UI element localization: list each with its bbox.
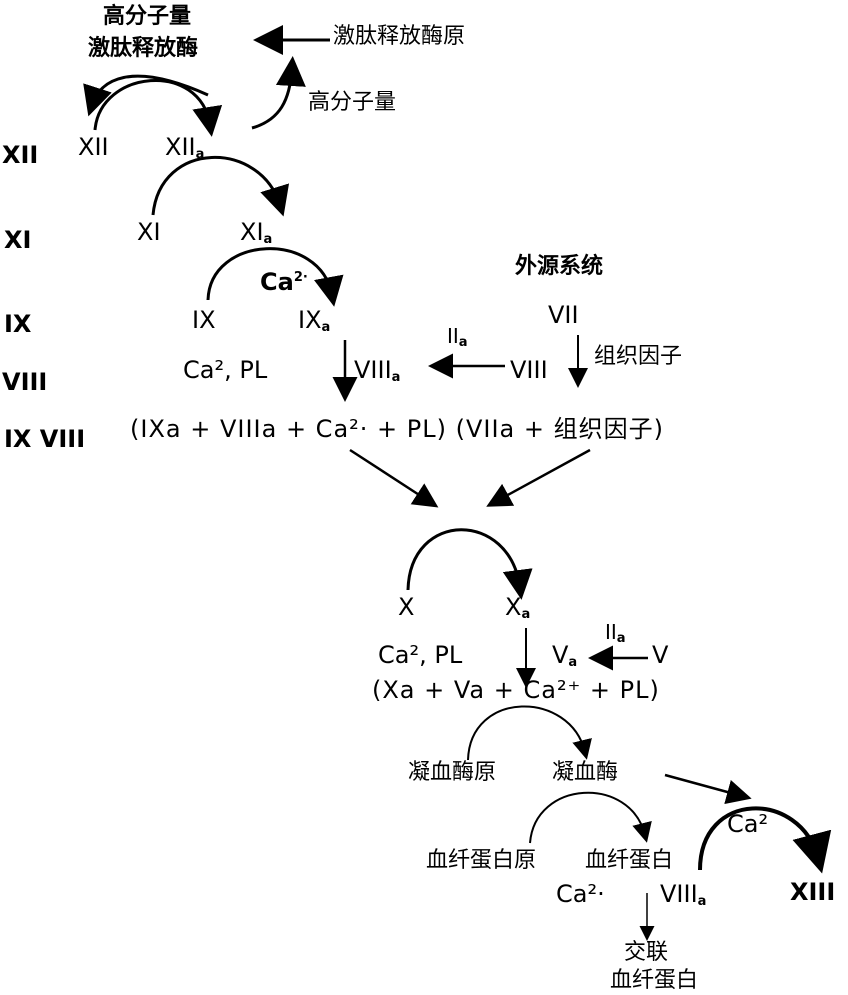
factor-viii: VIII	[510, 356, 548, 384]
factor-va: Va	[552, 641, 578, 670]
stage-ix-viii: IX VIII	[4, 425, 86, 453]
arrow-complex1-left	[349, 448, 439, 508]
arc-fibrinogen	[529, 791, 652, 844]
prothrombin: 凝血酶原	[408, 760, 497, 785]
arc-xiii	[698, 806, 832, 874]
stage-viii: VIII	[2, 368, 48, 396]
factor-viiia: VIIIa	[354, 356, 401, 385]
arc-x-activation	[406, 528, 533, 600]
cofactors-ca-pl: Ca², PL	[183, 356, 268, 384]
factor-viiia-lower: VIIIa	[660, 880, 707, 909]
factor-xia: XIa	[240, 218, 273, 247]
calcium-crosslink: Ca²·	[556, 880, 605, 908]
arc-ix-activation	[206, 247, 344, 307]
factor-xiii: XIII	[790, 878, 836, 906]
factor-xii: XII	[78, 133, 109, 161]
hmw-kallikrein-line1: 高分子量	[103, 4, 192, 29]
complex-prothrombinase: (Xa + Va + Ca²⁺ + PL)	[372, 676, 660, 704]
factor-xiia: XIIa	[165, 133, 205, 162]
complex-tenase: (IXa + VIIIa + Ca²· + PL) (VIIa + 组织因子)	[130, 415, 664, 443]
stage-ix: IX	[4, 310, 32, 338]
fibrinogen: 血纤蛋白原	[426, 848, 537, 873]
arc-prothrombin	[467, 705, 592, 761]
factor-x: X	[398, 593, 415, 621]
arrow-complex1-right	[486, 448, 591, 507]
thrombin-iia-upper: IIa	[447, 324, 468, 350]
stage-xii: XII	[2, 141, 39, 169]
hmw-kallikrein-line2: 激肽释放酶	[88, 36, 199, 61]
extrinsic-system-title: 外源系统	[515, 254, 604, 279]
factor-ix: IX	[192, 306, 216, 334]
arc-xi-activation	[151, 156, 290, 217]
fibrin: 血纤蛋白	[585, 848, 674, 873]
arrow-thrombin-xiii	[664, 773, 752, 805]
calcium-ix: Ca2·	[260, 268, 308, 296]
factor-v: V	[652, 641, 669, 669]
factor-vii: VII	[548, 301, 579, 329]
arc-hmw	[251, 56, 306, 130]
factor-xa: Xa	[505, 593, 531, 622]
arc-to-kallikrein	[83, 74, 209, 117]
thrombin-iia-lower: IIa	[605, 620, 626, 646]
factor-ixa: IXa	[298, 306, 331, 335]
stage-xi: XI	[4, 226, 32, 254]
factor-xi: XI	[137, 218, 161, 246]
thrombin: 凝血酶	[552, 760, 619, 785]
prekallikrein-label: 激肽释放酶原	[333, 24, 466, 49]
crosslinked-line1: 交联	[624, 940, 669, 965]
hmw-label: 高分子量	[308, 90, 397, 115]
calcium-xiii: Ca²	[727, 810, 769, 838]
tissue-factor: 组织因子	[594, 344, 683, 369]
crosslinked-line2: 血纤蛋白	[610, 968, 699, 993]
cofactors-ca-pl-lower: Ca², PL	[378, 641, 463, 669]
